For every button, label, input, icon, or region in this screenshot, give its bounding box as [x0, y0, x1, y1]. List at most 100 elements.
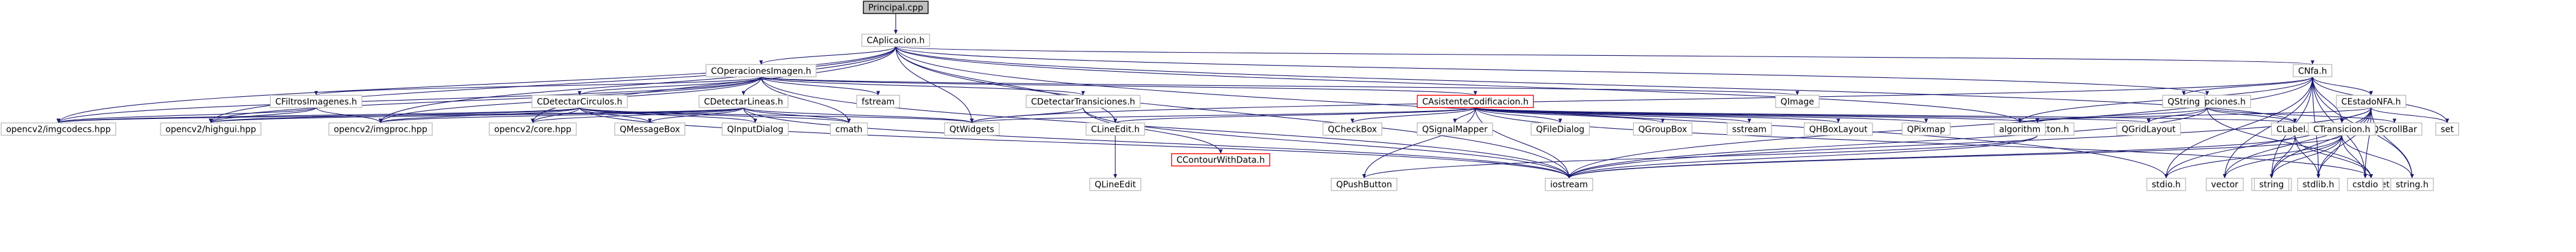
- node-qinputdlg[interactable]: QInputDialog: [721, 122, 789, 136]
- node-cdlin[interactable]: CDetectarLineas.h: [699, 94, 789, 109]
- edge-cops-to-cdcirc: [577, 76, 762, 96]
- node-label: CContourWithData.h: [1176, 156, 1265, 166]
- edge: [760, 76, 1799, 96]
- node-qpixmap[interactable]: QPixmap: [1901, 122, 1951, 136]
- edge: [56, 46, 896, 123]
- edge: [579, 107, 974, 124]
- node-stdlibh[interactable]: stdlib.h: [2297, 178, 2340, 191]
- node-ccontour[interactable]: CContourWithData.h: [1171, 153, 1270, 167]
- node-qmsgbox[interactable]: QMessageBox: [614, 122, 686, 136]
- node-algorithm[interactable]: algorithm: [1993, 122, 2046, 136]
- node-qcheckbox[interactable]: QCheckBox: [1322, 122, 1382, 136]
- edge: [56, 76, 762, 123]
- node-qgroupbox[interactable]: QGroupBox: [1632, 122, 1693, 136]
- node-box: [2336, 94, 2406, 109]
- node-imgcodecs[interactable]: opencv2/imgcodecs.hpp: [1, 122, 116, 136]
- node-core[interactable]: opencv2/core.hpp: [488, 122, 577, 136]
- node-cstdio[interactable]: cstdio: [2347, 178, 2384, 191]
- edge: [1475, 107, 2373, 178]
- edge-cops-to-qimage: [760, 76, 1799, 96]
- node-qlineedit[interactable]: QLineEdit: [1089, 178, 1142, 191]
- edge: [56, 107, 744, 124]
- node-capl[interactable]: CAplicacion.h: [861, 33, 930, 47]
- edge: [895, 46, 2314, 65]
- node-imgproc[interactable]: opencv2/imgproc.hpp: [328, 122, 433, 136]
- node-clineedit[interactable]: CLineEdit.h: [1085, 122, 1145, 136]
- edge-ctrans-to-stdioh: [2164, 135, 2343, 178]
- node-box: [856, 94, 900, 109]
- edge: [1567, 135, 2038, 178]
- node-cnfa[interactable]: CNfa.h: [2292, 64, 2333, 77]
- edge: [743, 107, 851, 124]
- node-label: CDetectarTransiciones.h: [1031, 97, 1135, 107]
- node-sstream[interactable]: sstream: [1727, 122, 1772, 136]
- node-cops[interactable]: COperacionesImagen.h: [705, 64, 817, 77]
- node-cfilt[interactable]: CFiltrosImagenes.h: [270, 94, 363, 109]
- edge: [1083, 107, 1223, 154]
- edge-cpanel-to-qscroll: [2207, 107, 2396, 124]
- node-box: [699, 94, 789, 109]
- edge-cdlin-to-qmsgbox: [648, 107, 744, 124]
- node-label: QImage: [1781, 97, 1814, 107]
- edge-casist-to-qtwidgets: [970, 107, 1476, 124]
- edge-capl-to-qtwidgets: [895, 46, 974, 123]
- node-principal[interactable]: Principal.cpp: [863, 1, 929, 14]
- edge-cops-to-imgcodecs: [56, 76, 762, 123]
- node-box: [2347, 178, 2384, 191]
- edge-ctrans-to-stringh: [2341, 135, 2414, 178]
- edge-casist-to-qpixmap: [1475, 107, 1928, 124]
- node-clabel[interactable]: CLabel.h: [2271, 122, 2319, 136]
- node-ctrans[interactable]: CTransicion.h: [2308, 122, 2376, 136]
- node-qimage[interactable]: QImage: [1775, 94, 1820, 109]
- node-qtwidgets[interactable]: QtWidgets: [944, 122, 1000, 136]
- node-iostream[interactable]: iostream: [1545, 178, 1594, 191]
- edge: [379, 46, 896, 123]
- edge: [2341, 135, 2368, 178]
- node-box: [1727, 122, 1772, 136]
- node-label: QMessageBox: [619, 125, 680, 135]
- node-box: [1171, 153, 1270, 167]
- node-cdtrans[interactable]: CDetectarTransiciones.h: [1025, 94, 1141, 109]
- node-qpushbutton[interactable]: QPushButton: [1330, 178, 1398, 191]
- edge-cdcirc-to-qtwidgets: [579, 107, 974, 124]
- node-cestado[interactable]: CEstadoNFA.h: [2336, 94, 2406, 109]
- node-box: [1025, 94, 1141, 109]
- node-qfiledlg[interactable]: QFileDialog: [1531, 122, 1590, 136]
- node-qgrid[interactable]: QGridLayout: [2116, 122, 2181, 136]
- edge: [209, 77, 762, 123]
- edge: [316, 107, 383, 123]
- node-cdcirc[interactable]: CDetectarCirculos.h: [531, 94, 628, 109]
- node-qstring[interactable]: QString: [2162, 94, 2205, 109]
- edge: [2270, 107, 2372, 178]
- edge-cnfa-to-cestado: [2312, 77, 2373, 96]
- node-label: CAplicacion.h: [867, 36, 925, 46]
- edge-cestado-to-iostream: [1567, 107, 2372, 178]
- edge-cdlin-to-highgui: [209, 107, 744, 124]
- node-label: QFileDialog: [1536, 125, 1585, 135]
- node-fstream[interactable]: fstream: [856, 94, 900, 109]
- edge-cdcirc-to-qmsgbox: [579, 107, 652, 124]
- node-box: [2308, 122, 2376, 136]
- node-cmath[interactable]: cmath: [830, 122, 868, 136]
- node-stringh[interactable]: string.h: [2390, 178, 2434, 191]
- node-casist[interactable]: CAsistenteCodificacion.h: [1417, 94, 1534, 109]
- node-qhbox[interactable]: QHBoxLayout: [1803, 122, 1873, 136]
- node-label: CLineEdit.h: [1091, 125, 1139, 135]
- node-string[interactable]: string: [2254, 178, 2289, 191]
- edge: [1362, 107, 1476, 178]
- edge-casist-to-qcheckbox: [1351, 107, 1476, 124]
- node-highgui[interactable]: opencv2/highgui.hpp: [160, 122, 262, 136]
- edge: [579, 107, 1571, 178]
- node-box: [328, 122, 433, 136]
- node-set[interactable]: set: [2435, 122, 2460, 136]
- edge-cpanel-to-clabel: [2207, 107, 2297, 124]
- edge: [743, 107, 974, 124]
- node-label: string: [2259, 180, 2284, 190]
- node-stdioh[interactable]: stdio.h: [2146, 178, 2186, 191]
- node-qsigmap[interactable]: QSignalMapper: [1417, 122, 1493, 136]
- edge-casist-to-qpushbutton: [1362, 107, 1476, 178]
- edge: [1475, 107, 2297, 124]
- edge: [2363, 107, 2372, 178]
- node-vector[interactable]: vector: [2205, 178, 2244, 191]
